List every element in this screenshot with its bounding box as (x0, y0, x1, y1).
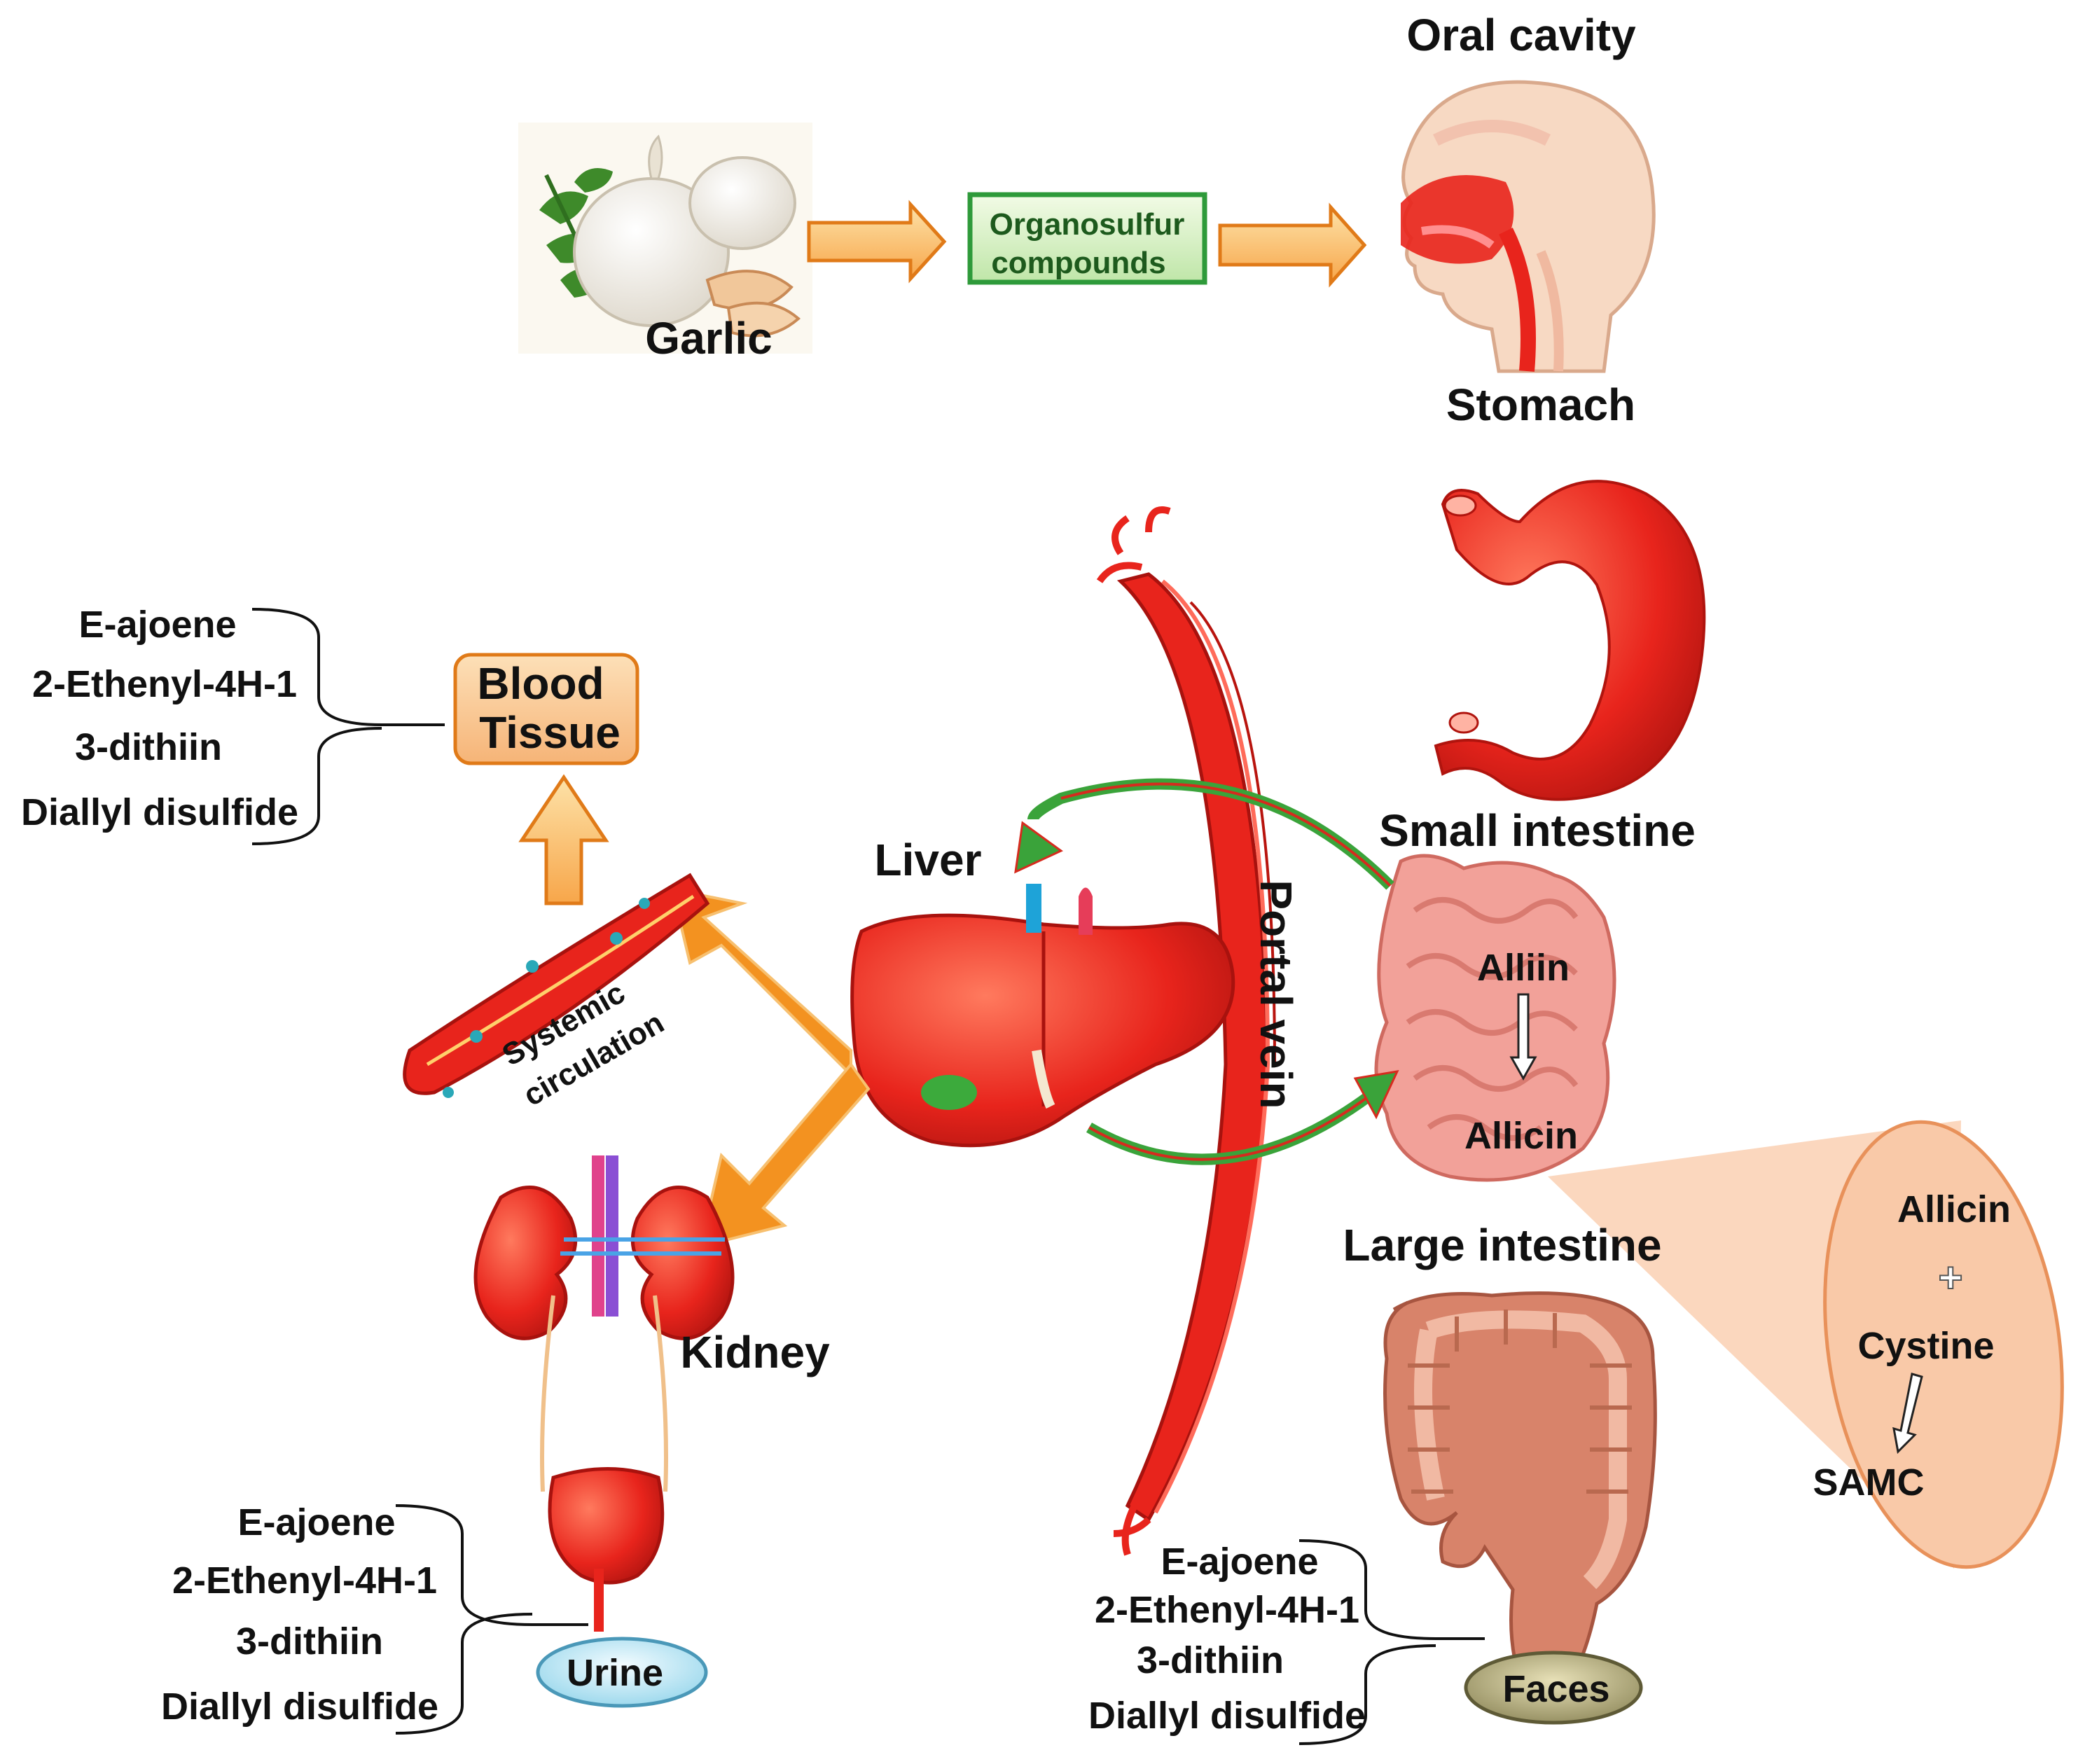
urine-oval: Urine (536, 1637, 708, 1708)
faces-oval: Faces (1464, 1651, 1643, 1725)
urine-label: Urine (567, 1652, 663, 1694)
blood-vessel-image (403, 873, 710, 1098)
oral-cavity-label: Oral cavity (1406, 10, 1636, 60)
faces-metabolite-item: Diallyl disulfide (1088, 1695, 1366, 1737)
urine-metabolite-list: E-ajoene 2-Ethenyl-4H-1 3-dithiin Dially… (161, 1501, 438, 1728)
kidney-bladder-image (473, 1155, 735, 1632)
garlic-label: Garlic (645, 313, 772, 363)
blood-list-brace (251, 608, 445, 845)
faces-label: Faces (1502, 1668, 1609, 1710)
small-intestine-image (1374, 854, 1616, 1182)
garlic-image (518, 123, 812, 354)
urine-metabolite-item: 2-Ethenyl-4H-1 (172, 1560, 437, 1602)
urine-metabolite-item: E-ajoene (237, 1501, 395, 1543)
blood-tissue-label-line2: Tissue (479, 707, 621, 758)
zoom-cystine-label: Cystine (1857, 1325, 1994, 1367)
blood-metabolite-item: 3-dithiin (75, 726, 222, 768)
flow-arrow-to-blood-tissue (518, 774, 609, 905)
flow-arrow-garlic-to-compounds (807, 200, 947, 284)
blood-metabolite-list: E-ajoene 2-Ethenyl-4H-1 3-dithiin Dially… (21, 604, 298, 833)
urine-list-brace (395, 1504, 588, 1735)
urine-metabolite-item: Diallyl disulfide (161, 1686, 438, 1728)
urine-metabolite-item: 3-dithiin (236, 1620, 383, 1662)
small-intestine-label: Small intestine (1379, 805, 1696, 856)
liver-image (850, 884, 1235, 1148)
large-intestine-label: Large intestine (1343, 1220, 1661, 1270)
blood-metabolite-item: E-ajoene (78, 604, 236, 646)
zoom-samc-label: SAMC (1813, 1461, 1925, 1503)
blood-metabolite-item: Diallyl disulfide (21, 791, 298, 833)
stomach-label: Stomach (1446, 380, 1635, 430)
portal-vein-label: Portal vein (1251, 880, 1301, 1109)
liver-label: Liver (875, 835, 982, 885)
zoom-plus-sign: + (1938, 1254, 1962, 1301)
alliin-label: Alliin (1477, 947, 1570, 989)
allicin-intestine-label: Allicin (1464, 1115, 1578, 1157)
portal-vein-image (1096, 506, 1276, 1556)
zoom-ellipse (1823, 1120, 2064, 1569)
alliin-to-allicin-arrow (1509, 993, 1537, 1081)
head-oral-cavity-image (1401, 80, 1656, 373)
zoom-allicin-label: Allicin (1897, 1188, 2011, 1230)
blood-tissue-label-line1: Blood (477, 658, 604, 709)
blood-tissue-box: Blood Tissue (453, 653, 639, 765)
kidney-label: Kidney (680, 1327, 830, 1377)
faces-metabolite-item: E-ajoene (1161, 1541, 1318, 1583)
cystine-to-samc-arrow (1892, 1373, 1923, 1454)
faces-metabolite-item: 3-dithiin (1137, 1639, 1284, 1681)
blood-metabolite-item: 2-Ethenyl-4H-1 (32, 663, 297, 705)
organosulfur-label-line1: Organosulfur (990, 207, 1185, 242)
faces-metabolite-item: 2-Ethenyl-4H-1 (1095, 1589, 1359, 1631)
organosulfur-compounds-box: Organosulfur compounds (967, 192, 1207, 285)
circulation-curved-arrows (1014, 778, 1399, 1165)
faces-metabolite-list: E-ajoene 2-Ethenyl-4H-1 3-dithiin Dially… (1088, 1541, 1366, 1737)
organosulfur-label-line2: compounds (991, 246, 1165, 280)
faces-list-brace (1298, 1539, 1485, 1745)
flow-arrow-compounds-to-oral-cavity (1218, 202, 1367, 288)
stomach-image (1434, 480, 1706, 801)
